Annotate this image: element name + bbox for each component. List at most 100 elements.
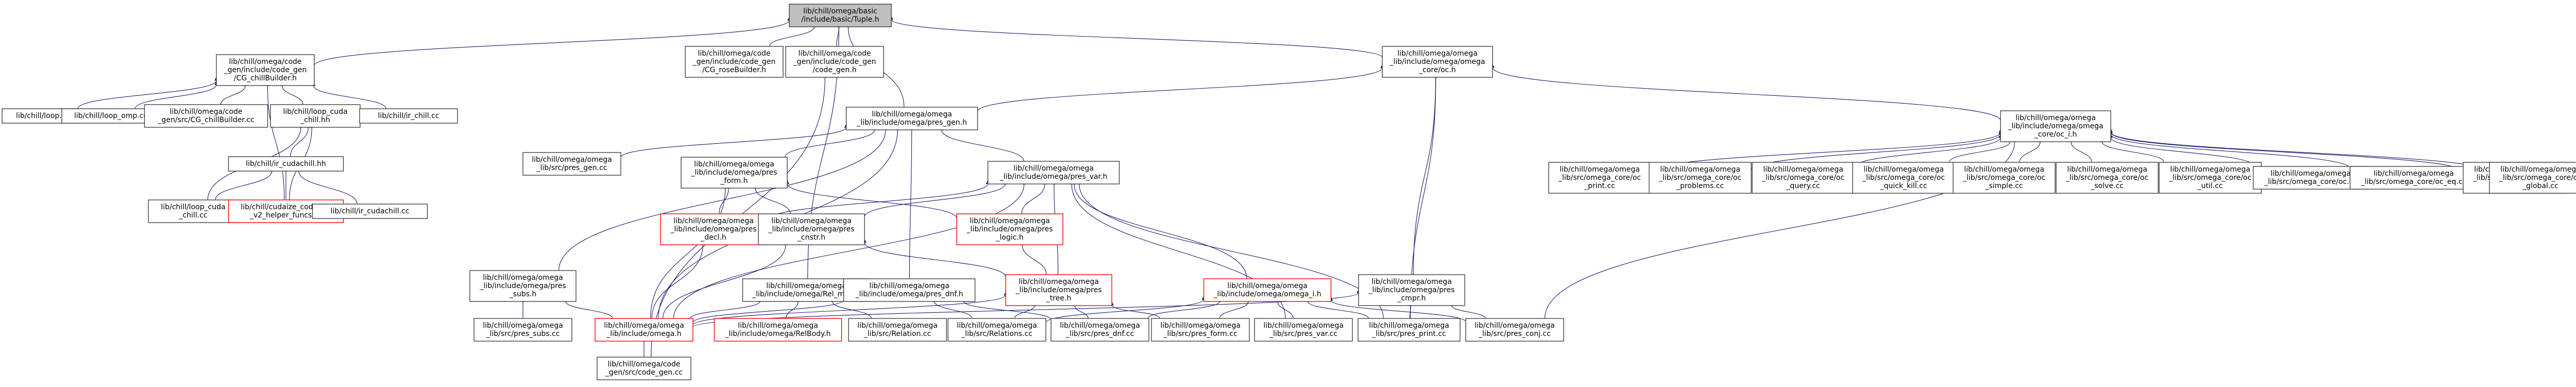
node-box [947,318,1046,342]
node-label-line: lib/chill/omega/omega [2374,170,2454,178]
node-box [359,108,458,124]
node-label-line: lib/chill/loop_omp.cc [74,112,147,120]
node-label-line: _cmpr.h [1397,294,1426,302]
node-lib-chill-omega-omega-lib-src-relation-cc[interactable]: lib/chill/omega/omega_lib/src/Relation.c… [848,318,947,342]
node-box [1752,162,1855,194]
node-lib-chill-omega-omega-lib-src-omega-core-oc-eq-cc[interactable]: lib/chill/omega/omega_lib/src/omega_core… [2349,166,2478,190]
node-label-line: _decl.h [700,233,726,242]
node-label-line: _lib/src/pres_print.cc [1371,330,1446,338]
node-label-line: _lib/src/pres_dnf.cc [1065,330,1134,338]
node-lib-chill-omega-omega-lib-include-omega-pres-cmpr-h[interactable]: lib/chill/omega/omega_lib/include/omega/… [1358,274,1465,306]
node-lib-chill-omega-code-gen-src-cg-chillbuilder-cc[interactable]: lib/chill/omega/code_gen/src/CG_chillBui… [144,104,268,128]
node-lib-chill-omega-omega-lib-src-pres-print-cc[interactable]: lib/chill/omega/omega_lib/src/pres_print… [1358,318,1461,342]
node-lib-chill-omega-omega-lib-include-omega-pres-var-h[interactable]: lib/chill/omega/omega_lib/include/omega/… [987,161,1120,184]
node-label-line: _lib/include/omega/omega [2007,122,2103,130]
node-lib-chill-omega-omega-lib-src-omega-core-oc-quick-kill-cc[interactable]: lib/chill/omega/omega_lib/src/omega_core… [1852,162,1955,194]
edge-n_presform-n_preslogic [785,180,957,218]
node-label-line: lib/chill/omega/code [170,108,242,116]
node-lib-chill-omega-omega-lib-include-omega-pres-subs-h[interactable]: lib/chill/omega/omega_lib/include/omega/… [469,270,577,302]
node-lib-chill-omega-code-gen-include-code-gen-cg-rosebuilder-h[interactable]: lib/chill/omega/code_gen/include/code_ge… [685,46,784,78]
node-label-line: _lib/src/omega_core/oc [2065,174,2148,182]
node-label-line: _lib/include/omega/pres [690,169,777,177]
node-lib-chill-omega-omega-lib-src-omega-core-oc-simple-cc[interactable]: lib/chill/omega/omega_lib/src/omega_core… [1953,162,2056,194]
node-lib-chill-omega-omega-lib-src-pres-conj-cc[interactable]: lib/chill/omega/omega_lib/src/pres_conj.… [1465,318,1564,342]
edge-root-n_irb [769,23,817,47]
node-lib-chill-ir-cudachill-cc[interactable]: lib/chill/ir_cudachill.cc [312,204,428,219]
node-lib-chill-omega-omega-lib-src-relations-cc[interactable]: lib/chill/omega/omega_lib/src/Relations.… [947,318,1046,342]
node-label-line: _quick_kill.cc [1879,182,1927,190]
node-label-line: _lib/src/pres_form.cc [1163,330,1237,338]
node-lib-chill-omega-omega-lib-src-omega-core-oc-global-cc[interactable]: lib/chill/omega/omega_lib/src/omega_core… [2489,162,2576,194]
node-lib-chill-omega-omega-lib-include-omega-pres-dnf-h[interactable]: lib/chill/omega/omega_lib/include/omega/… [843,278,976,302]
node-box [1953,162,2056,194]
node-lib-chill-omega-basic-include-basic-tuple-h[interactable]: lib/chill/omega/basic/include/basic/Tupl… [789,4,892,27]
node-lib-chill-omega-omega-lib-include-omega-omega-core-oc-i-h[interactable]: lib/chill/omega/omega_lib/include/omega/… [2000,110,2111,142]
node-label-line: _global.cc [2522,182,2558,190]
node-label-line: _chill.cc [178,211,207,220]
edge-n_pressubs-n_omegah [564,298,613,319]
node-lib-chill-omega-omega-lib-src-omega-core-oc-query-cc[interactable]: lib/chill/omega/omega_lib/src/omega_core… [1752,162,1855,194]
node-lib-chill-omega-omega-lib-src-pres-subs-cc[interactable]: lib/chill/omega/omega_lib/src/pres_subs.… [473,318,572,342]
node-label-line: _lib/include/omega/omega [1389,58,1485,66]
edge-n_ocih-n_ocexp [2109,129,2464,173]
node-label-line: _lib/src/pres_gen.cc [536,164,607,172]
node-lib-chill-omega-omega-lib-include-omega-pres-cnstr-h[interactable]: lib/chill/omega/omega_lib/include/omega/… [758,213,865,245]
edge-n_icb-n_lcuda [280,82,303,105]
node-lib-chill-omega-omega-lib-include-omega-h[interactable]: lib/chill/omega/omega_lib/include/omega.… [595,318,693,342]
node-box [473,318,572,342]
node-lib-chill-ir-chill-cc[interactable]: lib/chill/ir_chill.cc [359,108,458,124]
edge-n_prescmpr-n_presprintcc [1409,302,1413,319]
node-lib-chill-loop-cuda-chill-hh[interactable]: lib/chill/loop_cuda_chill.hh [270,104,361,128]
node-label-line: _lib/include/omega/Rel_map.h [752,290,860,298]
node-label-line: _form.h [720,177,748,185]
node-lib-chill-omega-omega-lib-src-omega-core-oc-problems-cc[interactable]: lib/chill/omega/omega_lib/src/omega_core… [1649,162,1752,194]
node-lib-chill-loop-cuda-chill-cc[interactable]: lib/chill/loop_cuda_chill.cc [148,199,239,223]
edge-n_omegai-n_presformcc [1219,298,1250,319]
edge-n_icb-n_loopomp [134,81,218,109]
node-lib-chill-omega-omega-lib-include-omega-omega-i-h[interactable]: lib/chill/omega/omega_lib/include/omega/… [1203,278,1332,302]
node-lib-chill-omega-omega-lib-src-omega-core-oc-cc[interactable]: lib/chill/omega/omega_lib/src/omega_core… [2252,166,2369,190]
edge-root-n_core [889,15,1383,58]
node-lib-chill-ir-cudachill-hh[interactable]: lib/chill/ir_cudachill.hh [228,156,344,172]
node-lib-chill-omega-omega-lib-include-omega-pres-tree-h[interactable]: lib/chill/omega/omega_lib/include/omega/… [1005,274,1112,306]
node-label-line: lib/chill/omega/omega [1227,282,1308,290]
node-lib-chill-omega-omega-lib-src-pres-var-cc[interactable]: lib/chill/omega/omega_lib/src/pres_var.c… [1254,318,1353,342]
edge-n_ocih-n_ocsolve [2069,138,2092,163]
edge-n_icb-n_helper [265,82,285,200]
edge-n_ircudachillhh-n_ircudacc [296,167,358,205]
node-lib-chill-omega-omega-lib-include-omega-pres-form-h[interactable]: lib/chill/omega/omega_lib/include/omega/… [681,157,788,189]
node-label-line: _lib/include/omega/pres [966,225,1053,233]
edge-n_icb-n_loopcc [77,76,218,109]
edge-n_ocih-n_ocutil [2100,138,2164,163]
node-label-line: lib/chill/omega/code [698,49,770,58]
node-label-line: _lib/src/omega_core/oc [1658,174,1741,182]
node-lib-chill-omega-omega-lib-include-omega-omega-core-oc-h[interactable]: lib/chill/omega/omega_lib/include/omega/… [1382,46,1493,78]
node-lib-chill-omega-omega-lib-src-omega-core-oc-print-cc[interactable]: lib/chill/omega/omega_lib/src/omega_core… [1548,162,1651,194]
node-lib-chill-omega-omega-lib-src-pres-dnf-cc[interactable]: lib/chill/omega/omega_lib/src/pres_dnf.c… [1050,318,1149,342]
edge-n_reltmap-n_omegah [690,298,762,319]
node-label-line: lib/chill/omega/code [798,49,871,58]
node-lib-chill-omega-omega-lib-include-omega-pres-decl-h[interactable]: lib/chill/omega/omega_lib/include/omega/… [660,213,767,245]
node-box [1254,318,1353,342]
node-box [2252,166,2369,190]
node-lib-chill-omega-code-gen-include-code-gen-code-gen-h[interactable]: lib/chill/omega/code_gen/include/code_ge… [785,46,884,78]
node-lib-chill-omega-omega-lib-include-omega-pres-logic-h[interactable]: lib/chill/omega/omega_lib/include/omega/… [956,213,1063,245]
node-lib-chill-omega-omega-lib-src-omega-core-oc-util-cc[interactable]: lib/chill/omega/omega_lib/src/omega_core… [2159,162,2262,194]
node-label-line: lib/chill/omega/omega [970,217,1050,225]
node-label-line: lib/chill/ir_cudachill.cc [330,207,409,215]
node-lib-chill-omega-omega-lib-include-omega-relbody-h[interactable]: lib/chill/omega/omega_lib/include/omega/… [714,318,842,342]
node-lib-chill-omega-omega-lib-src-omega-core-oc-solve-cc[interactable]: lib/chill/omega/omega_lib/src/omega_core… [2056,162,2159,194]
node-lib-chill-omega-omega-lib-src-pres-gen-cc[interactable]: lib/chill/omega/omega_lib/src/pres_gen.c… [522,152,621,176]
node-lib-chill-omega-code-gen-src-code-gen-cc[interactable]: lib/chill/omega/code_gen/src/code_gen.cc [597,357,691,380]
node-box [785,46,884,78]
node-label-line: lib/chill/omega/omega [694,160,774,169]
edge-n_prestree-n_relationscc [1014,302,1037,319]
node-label-line: _util.cc [2197,182,2223,190]
node-box [61,108,160,124]
node-lib-chill-omega-omega-lib-include-omega-pres-gen-h[interactable]: lib/chill/omega/omega_lib/include/omega/… [845,107,978,130]
node-label-line: _core/oc.h [1418,66,1456,74]
node-lib-chill-omega-omega-lib-src-pres-form-cc[interactable]: lib/chill/omega/omega_lib/src/pres_form.… [1151,318,1250,342]
node-lib-chill-loop-omp-cc[interactable]: lib/chill/loop_omp.cc [61,108,160,124]
node-lib-chill-omega-code-gen-include-code-gen-cg-chillbuilder-h[interactable]: lib/chill/omega/code_gen/include/code_ge… [216,54,315,86]
edge-n_prestree-n_presdnfcc [1073,302,1089,319]
